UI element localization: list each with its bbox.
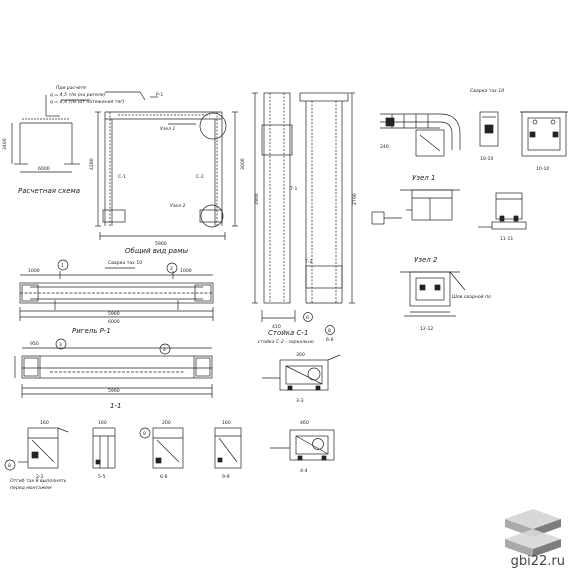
column-marker-8: 8 [328,328,331,334]
frame-node2: Узел 2 [170,203,185,209]
scheme-title: Расчетная схема [18,187,80,195]
sec44-dim: 460 [300,420,309,426]
sec22-dim: 160 [40,420,49,426]
frame-height-dim: 4280 [89,158,95,170]
sec-9-9: 9-9 [222,474,230,480]
frame-width-dim: 5960 [155,241,167,247]
section-11-marker-3: 3 [59,342,62,348]
column-labels: Стойка С-1 стойка С-2 - зеркально 6-6 29… [254,186,358,345]
section11-labels: 1-1 5960 3 4 950 [30,341,166,410]
loads-note-1: q = 4,5 т/м (на ригеле) [50,92,106,98]
sec-5-5: 5-5 [98,474,106,480]
crossbar-marker-2: 2 [170,266,173,272]
frame-general-view [95,91,238,240]
crossbar-title: Ригель Р-1 [72,327,111,335]
bottom-note-2: перед монтажем [10,486,52,491]
scheme-height-dim: 3460 [2,138,8,150]
section-11-dim: 5960 [108,388,120,394]
loads-note-2: q = 4,4 т/м (от натяжения тяг) [50,99,125,105]
sec55-dim: 160 [98,420,107,426]
column-view [252,92,355,335]
sec-3-3: 3-3 [296,398,304,404]
sec-12-12: 12-12 [420,326,433,332]
general-view-title: Общий вид рамы [125,247,188,255]
frame-node1: Узел 1 [160,126,175,132]
crossbar-marker-1: 1 [61,263,64,269]
section-11-title: 1-1 [110,402,121,410]
frame-height-dim-2: 3000 [240,158,246,170]
sec33-dim: 300 [296,352,305,358]
node1-weld-note: Сварка тах 10 [470,88,504,94]
sec99-dim: 160 [222,420,231,426]
frame-p1-label: Р-1 [156,92,163,98]
node2-detail [400,271,466,317]
crossbar-note: Сварка тах 10 [108,260,142,266]
logo-icon [505,509,561,557]
node1-dim: 240 [380,144,389,150]
column-dim-a: 2900 [254,193,260,205]
sec-10-10-a: 10-10 [480,156,493,162]
frame-labels: Общий вид рамы 5960 С-1 С-2 Р-1 Узел 1 У… [89,92,246,255]
column-section-66: 6-6 [326,337,334,343]
column-base-dim: 410 [272,324,281,330]
node2-title: Узел 2 [414,256,438,264]
node1-detail [380,111,568,157]
frame-c1-label: С-1 [118,174,126,180]
section-5-5 [92,427,116,469]
section-6-6 [139,427,184,469]
design-scheme [11,95,90,173]
crossbar-len-dim-2: 6000 [108,319,120,325]
sec66-marker: 9 [143,431,146,437]
section-9-9 [214,427,242,469]
node-labels: Сварка тах 10 10-10 10-10 Узел 1 11-11 У… [380,88,549,332]
crossbar-labels: Ригель Р-1 Сварка тах 10 5960 6000 1000 … [28,260,192,335]
node2-weld-note: Шов сварной по [452,294,491,300]
scheme-width-dim: 6000 [38,166,50,172]
sec-6-6: 6-6 [160,474,168,480]
column-pt2: Т-2 [304,259,312,265]
crossbar-dim-1000: 1000 [28,268,40,274]
sec-4-4: 4-4 [300,468,308,474]
sec-2-2: 2-2 [36,474,44,480]
section-11-dim-950: 950 [30,341,39,347]
sec22-marker: 8 [8,463,11,469]
section-1-1 [14,338,213,398]
section-2-2 [4,427,69,471]
node1-title: Узел 1 [412,174,435,182]
column-note: стойка С-2 - зеркально [258,339,314,345]
scheme-labels: Расчетная схема При расчете q = 4,5 т/м … [2,85,125,195]
column-dim-b: 2700 [352,193,358,205]
frame-c2-label: С-2 [196,174,204,180]
column-marker-6: 6 [306,315,309,321]
sec-10-10: 10-10 [536,166,549,172]
watermark-text: gbi22.ru [510,554,565,569]
section-11-marker-4: 4 [163,347,166,353]
section-3-3 [262,354,341,391]
sec66-dim: 200 [162,420,171,426]
column-title: Стойка С-1 [268,329,308,337]
crossbar-len-dim: 5960 [108,311,120,317]
column-pt1: Т-1 [289,186,297,192]
node1-second [371,189,527,230]
sec-11-11: 11-11 [500,236,513,242]
crossbar-elevation [19,259,214,321]
bottom-note: Отгиб тах 8 выполнять [10,478,67,484]
section-4-4 [270,429,335,461]
crossbar-dim-1000-b: 1000 [180,268,192,274]
design-note: При расчете [56,85,86,91]
section-row-labels: 3-3 4-4 2-2 5-5 6-6 9-9 Отгиб тах 8 выпо… [8,352,309,491]
